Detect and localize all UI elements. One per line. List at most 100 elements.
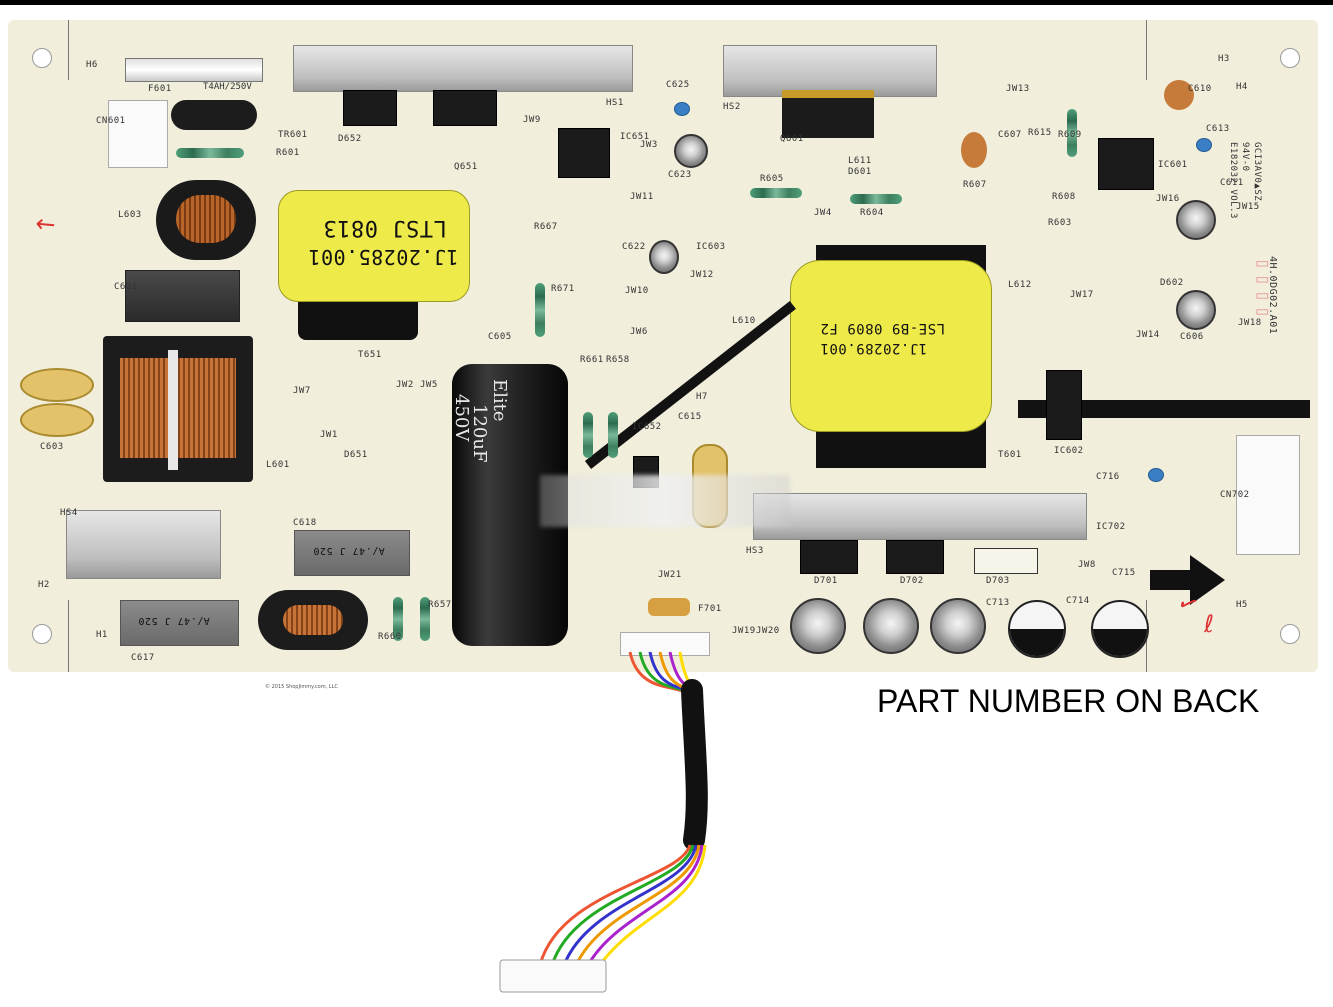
label-h3: H3 — [1218, 54, 1230, 64]
board-number-label: 4H.0DG02.A01 — [1267, 256, 1278, 335]
label-jw6: JW6 — [630, 327, 648, 337]
trace-right — [1018, 400, 1310, 418]
inductor-l603-winding — [176, 195, 236, 243]
mount-hole-bottom-left — [32, 624, 52, 644]
label-hs4: HS4 — [60, 508, 78, 518]
transformer-t601-tape — [790, 260, 992, 432]
label-d602: D602 — [1160, 278, 1184, 288]
fuse-f601 — [125, 58, 263, 82]
label-hs1: HS1 — [606, 98, 624, 108]
label-r667: R667 — [534, 222, 558, 232]
label-c716: C716 — [1096, 472, 1120, 482]
label-jw10: JW10 — [625, 286, 649, 296]
capacitor-c625 — [674, 102, 690, 116]
label-c622: C622 — [622, 242, 646, 252]
label-ic651: IC651 — [620, 132, 650, 142]
capacitor-c613 — [1196, 138, 1212, 152]
resistor-r671 — [535, 283, 545, 337]
label-jw15: JW15 — [1236, 202, 1260, 212]
circuit-board: T4AH/250V LTSJ 0813 1J.20285.001 1J.2028… — [8, 20, 1318, 690]
capacitor-c603-b — [20, 403, 94, 437]
wire-sheath — [681, 679, 708, 851]
capacitor-c610 — [1164, 80, 1194, 110]
label-jw13: JW13 — [1006, 84, 1030, 94]
label-c715: C715 — [1112, 568, 1136, 578]
connector-cn601 — [108, 100, 168, 168]
diode-d701 — [800, 540, 858, 574]
label-t601: T601 — [998, 450, 1022, 460]
heatsink-hs3 — [753, 493, 1087, 540]
label-f701: F701 — [698, 604, 722, 614]
capacitor-c714-footprint — [1008, 600, 1066, 658]
t601-label-line2: LSE-B9 0809 F2 — [820, 320, 946, 336]
label-tr601: TR601 — [278, 130, 308, 140]
label-d652: D652 — [338, 134, 362, 144]
capacitor-c611 — [1176, 200, 1216, 240]
transistor-q601 — [782, 90, 874, 138]
label-jw2: JW2 — [396, 380, 414, 390]
resistor-r658 — [608, 412, 618, 458]
mount-hole-bottom-right — [1280, 624, 1300, 644]
label-jw17: JW17 — [1070, 290, 1094, 300]
label-c603: C603 — [40, 442, 64, 452]
heatsink-hs4 — [66, 510, 221, 579]
connector-cn702 — [1236, 435, 1300, 555]
resistor-r605 — [750, 188, 802, 198]
label-ic652: IC652 — [632, 422, 662, 432]
label-c625: C625 — [666, 80, 690, 90]
label-d601: D601 — [848, 167, 872, 177]
label-ic602: IC602 — [1054, 446, 1084, 456]
corner-outline-tr — [1146, 20, 1147, 80]
label-h7: H7 — [696, 392, 708, 402]
label-r604: R604 — [860, 208, 884, 218]
capacitor-c713 — [930, 598, 986, 654]
label-l611: L611 — [848, 156, 872, 166]
top-edge-bar — [0, 0, 1333, 5]
thermistor-tr601 — [171, 100, 257, 130]
label-ic603: IC603 — [696, 242, 726, 252]
label-d651: D651 — [344, 450, 368, 460]
arrow-head — [1190, 555, 1225, 605]
corner-outline-bl — [68, 600, 69, 672]
choke-l601-frame — [168, 350, 178, 470]
label-l603: L603 — [118, 210, 142, 220]
cap-label-value: 120uF — [469, 404, 490, 463]
label-cn702: CN702 — [1220, 490, 1250, 500]
label-jw9: JW9 — [523, 115, 541, 125]
label-d701: D701 — [814, 576, 838, 586]
fuse-f701 — [648, 598, 690, 616]
label-r607: R607 — [963, 180, 987, 190]
label-q601: Q601 — [780, 134, 804, 144]
capacitor-c622 — [649, 240, 679, 274]
label-r615: R615 — [1028, 128, 1052, 138]
label-jw7: JW7 — [293, 386, 311, 396]
label-r608: R608 — [1052, 192, 1076, 202]
label-h2: H2 — [38, 580, 50, 590]
fuse-rating-label: T4AH/250V — [203, 82, 252, 92]
label-jw21: JW21 — [658, 570, 682, 580]
marker-scribble-left: ↙ — [28, 207, 64, 241]
label-hs3: HS3 — [746, 546, 764, 556]
label-r609: R609 — [1058, 130, 1082, 140]
capacitor-c603-a — [20, 368, 94, 402]
capacitor-c607 — [961, 132, 987, 168]
label-r657: R657 — [428, 600, 452, 610]
label-c601: C601 — [114, 282, 138, 292]
resistor-r601 — [176, 148, 244, 158]
t601-label-line1: 1J.20289.001 — [820, 340, 928, 356]
label-c611: C611 — [1220, 178, 1244, 188]
choke-l601-winding — [120, 358, 236, 458]
label-jw19: JW19 — [732, 626, 756, 636]
label-c607: C607 — [998, 130, 1022, 140]
label-q651: Q651 — [454, 162, 478, 172]
mount-hole-top-right — [1280, 48, 1300, 68]
corner-outline-tl — [68, 20, 69, 80]
label-jw1: JW1 — [320, 430, 338, 440]
ic601 — [1098, 138, 1154, 190]
label-cn601: CN601 — [96, 116, 126, 126]
resistor-r604 — [850, 194, 902, 204]
label-h4: H4 — [1236, 82, 1248, 92]
capacitor-c711 — [790, 598, 846, 654]
label-h5: H5 — [1236, 600, 1248, 610]
label-r601: R601 — [276, 148, 300, 158]
